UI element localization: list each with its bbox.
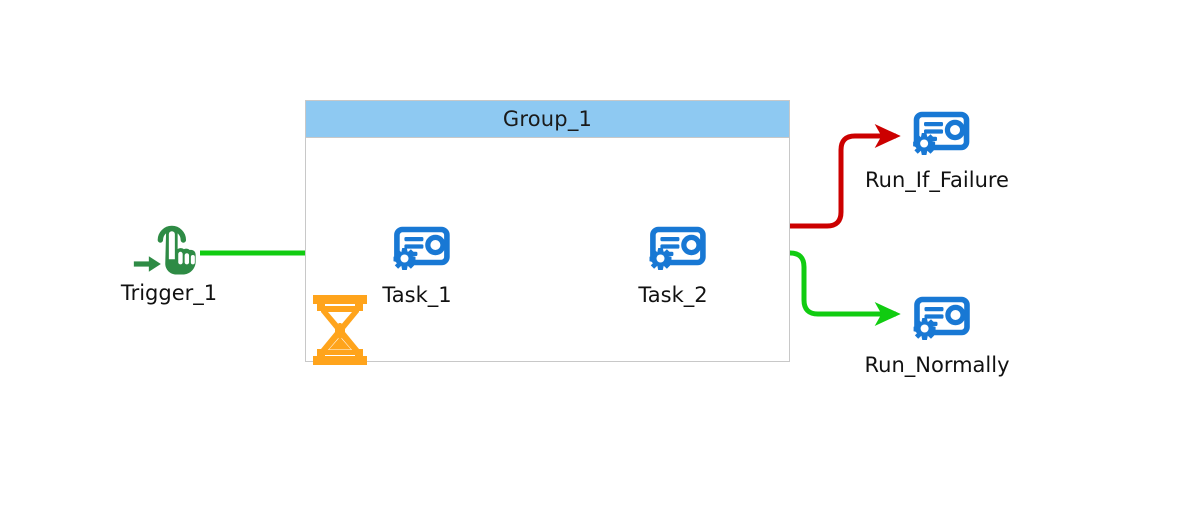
node-run-normally[interactable]: Run_Normally <box>864 296 1010 377</box>
task-gear-card-icon[interactable] <box>904 296 970 350</box>
task-gear-card-icon[interactable] <box>904 111 970 165</box>
task-gear-card-glyph <box>649 226 706 270</box>
task-gear-card-glyph <box>913 111 970 155</box>
task-gear-card-icon[interactable] <box>384 226 450 280</box>
hourglass-icon <box>311 293 369 367</box>
group-container-group-1[interactable]: Group_1 <box>305 100 790 362</box>
hand-click-glyph <box>133 225 196 275</box>
node-label-run-if-failure: Run_If_Failure <box>865 168 1009 192</box>
group-header[interactable]: Group_1 <box>306 101 789 138</box>
node-task-1[interactable]: Task_1 <box>382 226 452 307</box>
task-gear-card-icon[interactable] <box>640 226 706 280</box>
hourglass-glyph <box>313 295 367 365</box>
group-title: Group_1 <box>502 107 593 131</box>
task-gear-card-glyph <box>913 296 970 340</box>
node-label-task-1: Task_1 <box>382 283 452 307</box>
node-label-trigger-1: Trigger_1 <box>120 281 218 305</box>
node-trigger-1[interactable]: Trigger_1 <box>121 218 217 305</box>
node-label-task-2: Task_2 <box>638 283 708 307</box>
node-run-if-failure[interactable]: Run_If_Failure <box>865 111 1009 192</box>
node-task-2[interactable]: Task_2 <box>638 226 708 307</box>
hand-click-trigger-icon[interactable] <box>133 218 205 278</box>
task-gear-card-glyph <box>393 226 450 270</box>
node-label-run-normally: Run_Normally <box>864 353 1010 377</box>
